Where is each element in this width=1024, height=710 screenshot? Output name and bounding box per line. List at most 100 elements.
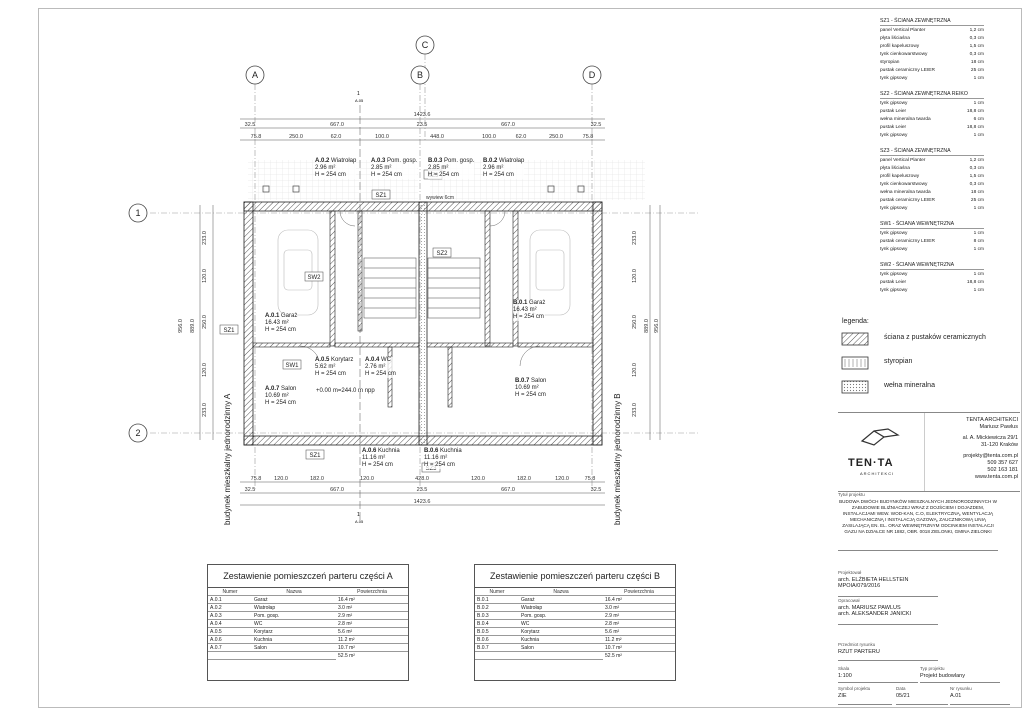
tb-symbol-label: Symbol projektu (838, 686, 871, 691)
schedule-cell: Wiatrołap (519, 603, 603, 612)
svg-text:100.0: 100.0 (482, 134, 496, 140)
spec-thickness: 18 cm (970, 190, 984, 195)
svg-text:23.5: 23.5 (417, 122, 428, 128)
firm-www: www.tenta.com.pl (974, 474, 1018, 480)
room-area: 2.96 m² (483, 165, 504, 171)
spec-title: SW1 - ŚCIANA WEWNĘTRZNA (880, 221, 984, 229)
schedule-cell: B.0.5 (475, 627, 519, 636)
room-height: H = 254 cm (265, 400, 296, 406)
schedule-total: 52.5 m² (338, 652, 355, 659)
svg-text:75.8: 75.8 (585, 476, 596, 482)
spec-thickness: 1 cm (973, 247, 984, 252)
room-area: 16.43 m² (513, 307, 537, 313)
spec-material: płyta liściaśna (880, 166, 910, 171)
legend-item-styrofoam: styropian (884, 358, 913, 365)
section-ref-top: A.05 (355, 98, 364, 103)
room-code: A.0.1 (265, 313, 280, 319)
tb-type: Projekt budowlany (920, 672, 965, 679)
spec-material: tynk gipsowy (880, 101, 908, 106)
firm-name: TENTA ARCHITEKCI (966, 417, 1018, 423)
svg-text:32.5: 32.5 (591, 487, 602, 493)
schedule-cell: Garaż (519, 595, 603, 604)
tenta-logo: TEN·TA (848, 457, 894, 469)
room-name: Wiatrołap (331, 158, 357, 164)
room-code: A.0.6 (362, 448, 377, 454)
spec-thickness: 1 cm (973, 272, 984, 277)
schedule-cell: A.0.4 (208, 619, 252, 628)
schedule-header: Numer (475, 588, 519, 596)
spec-material: profil kapeluszowy (880, 174, 920, 179)
svg-text:182.0: 182.0 (517, 476, 531, 482)
room-code: A.0.5 (315, 357, 330, 363)
room-area: 11.16 m² (424, 455, 448, 461)
svg-text:32.5: 32.5 (245, 122, 256, 128)
room-code: A.0.3 (371, 158, 386, 164)
schedule-cell: 16.4 m² (603, 595, 675, 604)
tb-date-label: Data (896, 686, 906, 691)
room-code: A.0.4 (365, 357, 380, 363)
room-area: 10.69 m² (265, 393, 289, 399)
spec-thickness: 0,3 cm (969, 166, 984, 171)
tenta-logo-mark (860, 428, 900, 446)
schedule-cell: 3.0 m² (603, 603, 675, 612)
tag-sz1-top: SZ1 (375, 193, 387, 199)
legend-swatch-ceramic (841, 332, 869, 346)
tb-project-label: Tytuł projektu (838, 492, 865, 497)
legend-swatch-styrofoam (841, 356, 869, 370)
interior-walls (252, 210, 594, 408)
spec-material: tynk gipsowy (880, 288, 908, 293)
svg-text:120.0: 120.0 (555, 476, 569, 482)
svg-text:448.0: 448.0 (430, 134, 444, 140)
spec-material: pustak ceramiczny LEIER (880, 239, 935, 244)
tb-num-label: Nr rysunku (950, 686, 972, 691)
room-height: H = 254 cm (428, 172, 459, 178)
room-code: B.0.6 (424, 448, 439, 454)
schedule-a: Zestawienie pomieszczeń parteru części A… (207, 564, 409, 681)
room-height: H = 254 cm (513, 314, 544, 320)
svg-text:120.0: 120.0 (274, 476, 288, 482)
grid-label-d: D (589, 70, 596, 80)
room-name: Garaż (281, 313, 298, 319)
spec-thickness: 6 cm (973, 117, 984, 122)
tag-sz1-bottom: SZ1 (309, 453, 321, 459)
firm-email: projekty@tenta.com.pl (963, 453, 1018, 459)
schedule-cell: B.0.6 (475, 635, 519, 644)
schedule-cell: Kuchnia (519, 635, 603, 644)
schedule-title: Zestawienie pomieszczeń parteru części A (208, 565, 408, 588)
svg-text:32.5: 32.5 (591, 122, 602, 128)
spec-thickness: 1,5 cm (969, 44, 984, 49)
garage-car-right (529, 229, 571, 316)
firm-tel1: 509 357 627 (987, 460, 1018, 466)
room-height: H = 254 cm (315, 172, 346, 178)
tb-drawing-label: Przedmiot rysunku (838, 642, 876, 647)
schedule-cell: 2.9 m² (336, 611, 408, 620)
spec-material: tynk cienkowarstwowy (880, 52, 928, 57)
schedule-cell: Pom. gosp. (519, 611, 603, 620)
section-mark-bottom: 1 (357, 512, 360, 518)
svg-text:250.0: 250.0 (289, 134, 303, 140)
schedule-cell: B.0.4 (475, 619, 519, 628)
spec-thickness: 0,3 cm (969, 36, 984, 41)
spec-material: pustak Leier (880, 280, 907, 285)
spec-thickness: 0,3 cm (969, 52, 984, 57)
spec-material: panel Vertical Planter (880, 158, 926, 163)
svg-text:62.0: 62.0 (516, 134, 527, 140)
schedule-cell: A.0.1 (208, 595, 252, 604)
